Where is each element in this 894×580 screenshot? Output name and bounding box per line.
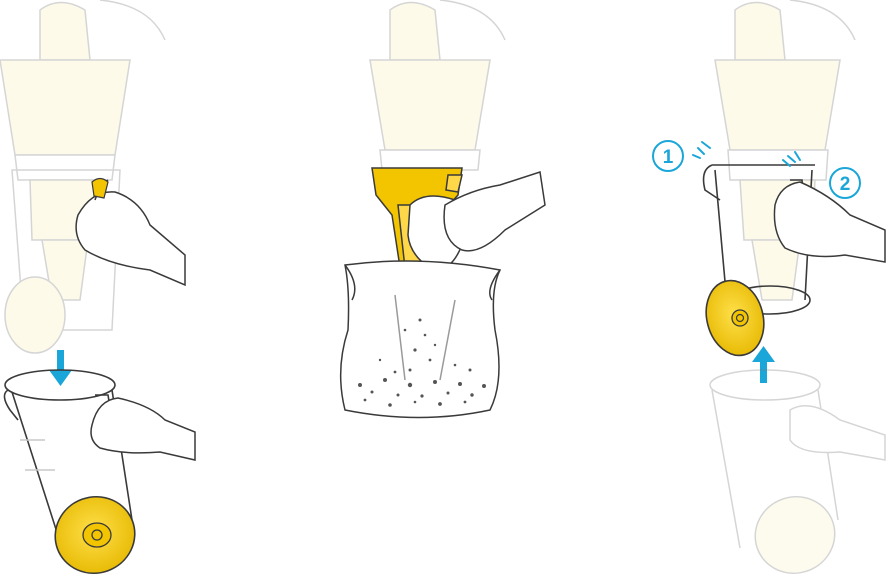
step-2-badge: 2 <box>830 168 860 198</box>
step-2-label: 2 <box>840 174 851 195</box>
clear-bin-faded <box>710 370 885 580</box>
step-1-label: 1 <box>663 147 674 168</box>
step-1-badge: 1 <box>653 141 683 171</box>
panel-release-bin <box>0 0 195 580</box>
bin-base-disc-icon <box>44 486 145 580</box>
panel-reattach-bin: 1 2 <box>653 0 885 580</box>
cyclone-unit-faded <box>0 0 165 353</box>
arrow-up-icon <box>752 346 775 383</box>
hand-icon <box>774 182 885 262</box>
panel-empty-bin <box>341 0 545 418</box>
hand-icon <box>91 398 195 460</box>
arrow-down-icon <box>49 350 72 386</box>
bin-bag-icon <box>341 261 500 418</box>
cyclone-unit-faded <box>370 0 505 170</box>
